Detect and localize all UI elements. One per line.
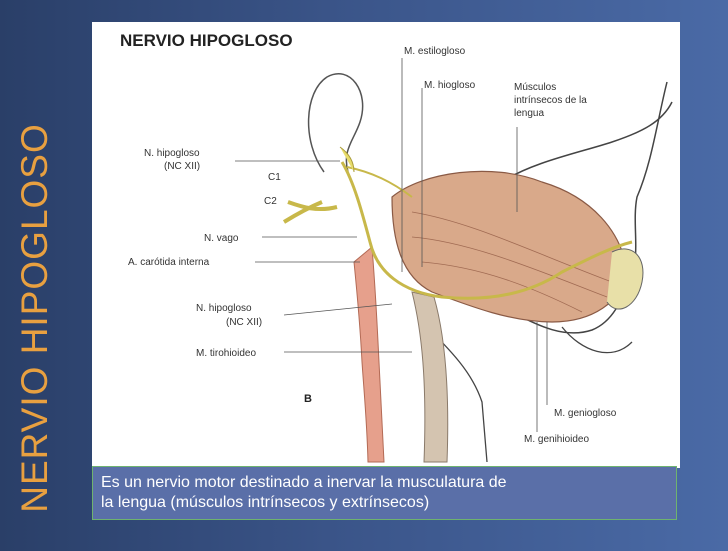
anatomy-figure: NERVIO HIPOGLOSO (92, 22, 680, 468)
label-hipogloso-low-1: N. hipogloso (196, 303, 252, 314)
label-vago: N. vago (204, 233, 239, 244)
label-genihioideo: M. genihioideo (524, 434, 589, 445)
label-intrinsecos-3: lengua (514, 108, 544, 119)
label-c1: C1 (268, 172, 281, 183)
label-hiogloso: M. hiogloso (424, 80, 476, 91)
label-intrinsecos-1: Músculos (514, 82, 556, 93)
vertical-title-text: NERVIO HIPOGLOSO (14, 123, 55, 513)
label-estilogloso: M. estilogloso (404, 46, 466, 57)
label-intrinsecos-2: intrínsecos de la (514, 95, 587, 106)
ear-illustration (307, 73, 364, 173)
label-hipogloso-top-2: (NC XII) (164, 161, 200, 172)
label-tirohioideo: M. tirohioideo (196, 348, 256, 359)
leader-lines (235, 58, 548, 432)
caption-line-2: la lengua (músculos intrínsecos y extrín… (101, 494, 430, 511)
label-hipogloso-top-1: N. hipogloso (144, 148, 200, 159)
slide-title: NERVIO HIPOGLOSO (12, 0, 82, 546)
label-geniogloso: M. geniogloso (554, 408, 617, 419)
label-c2: C2 (264, 196, 277, 207)
label-hipogloso-low-2: (NC XII) (226, 317, 262, 328)
caption-line-1: Es un nervio motor destinado a inervar l… (101, 474, 507, 491)
caption-box: Es un nervio motor destinado a inervar l… (92, 466, 677, 520)
panel-letter: B (304, 393, 312, 405)
carotid-artery (353, 245, 385, 463)
figure-title: NERVIO HIPOGLOSO (120, 31, 293, 50)
hypoglossal-nerve (340, 161, 633, 300)
label-carotida: A. carótida interna (128, 257, 210, 268)
